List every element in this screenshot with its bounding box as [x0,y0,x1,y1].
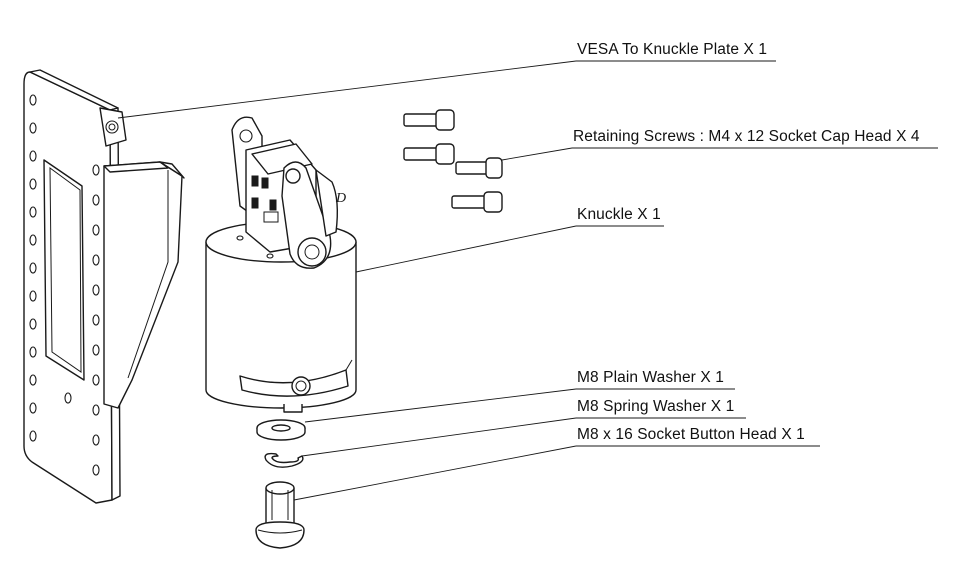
knuckle-top-hole [266,253,274,259]
vesa-plate-window-inner [49,167,82,373]
knuckle-drawing: D [205,116,357,413]
leader-button-head [293,445,577,501]
bracket-gusset-edge [127,170,169,379]
knuckle-front-lug-boss [297,237,327,267]
knuckle-top-hole [236,235,244,241]
callout-retaining-screws: Retaining Screws : M4 x 12 Socket Cap He… [573,128,920,145]
vesa-plate-drawing [23,69,185,504]
retaining-screws-drawing [403,109,503,213]
cap-screw-shank [403,113,439,127]
spring-washer-ring [264,452,304,468]
cap-screw [403,143,455,165]
button-screw-head-rim [257,529,303,534]
knuckle-head-slot [261,177,269,189]
knuckle-head-slot [251,175,259,187]
vesa-hole [92,344,100,356]
vesa-hole [92,254,100,266]
cap-screw-shank [451,195,487,209]
vesa-hole [92,194,100,206]
bracket-pivot-hole-inner [108,123,116,131]
cap-screw-head [485,157,503,179]
vesa-hole [92,434,100,446]
plain-washer-edge [256,428,306,441]
leader-screws [501,147,573,161]
button-screw-thread [271,490,289,520]
cap-screw-head [435,109,455,131]
callout-knuckle: Knuckle X 1 [577,206,661,223]
knuckle-right-ear [315,169,339,237]
spring-washer-drawing [264,452,304,468]
callout-vesa-plate: VESA To Knuckle Plate X 1 [577,41,768,58]
leader-knuckle [355,225,577,273]
cap-screw [451,191,503,213]
vesa-hole [29,206,37,218]
cap-screw-head [435,143,455,165]
bracket-pivot-hole [105,120,119,134]
vesa-hole [29,346,37,358]
vesa-hole [64,392,72,404]
vesa-hole [92,404,100,416]
vesa-hole [29,150,37,162]
leader-vesa [117,60,577,119]
leader-spring-washer [301,417,577,457]
plain-washer-hole [271,424,291,432]
knuckle-head-slot [269,199,277,211]
callout-spring-washer: M8 Spring Washer X 1 [577,398,735,415]
bracket-gusset-top [103,161,169,173]
cap-screw-head [483,191,503,213]
bracket-gusset-lip [159,161,185,179]
knuckle-front-lug-pin [285,168,301,184]
vesa-hole [92,314,100,326]
plain-washer-drawing [256,419,306,441]
vesa-hole [92,284,100,296]
vesa-hole [29,430,37,442]
knuckle-side-letter: D [335,191,346,206]
vesa-hole [29,318,37,330]
vesa-hole [92,374,100,386]
button-screw-head [255,521,305,549]
cap-screw [403,109,455,131]
knuckle-slot-screw-hex [295,380,307,392]
vesa-hole [29,262,37,274]
button-head-screw-drawing [255,481,305,549]
knuckle-bottom-stub [283,404,303,413]
knuckle-back-lug-hole [239,129,253,143]
vesa-plate-window [43,159,85,381]
vesa-hole [92,464,100,476]
knuckle-slot-edge [345,359,353,371]
knuckle-slot-screw [291,376,311,396]
vesa-hole [29,94,37,106]
leader-plain-washer [304,388,577,423]
cap-screw-shank [403,147,439,161]
vesa-hole [92,164,100,176]
knuckle-head-recess [263,211,279,223]
vesa-hole [29,122,37,134]
callout-plain-washer: M8 Plain Washer X 1 [577,369,724,386]
knuckle-head-slot [251,197,259,209]
vesa-hole [29,402,37,414]
vesa-hole [29,178,37,190]
cap-screw [455,157,503,179]
vesa-hole [92,224,100,236]
cap-screw-shank [455,161,489,175]
vesa-hole [29,290,37,302]
button-screw-shank-end [265,481,295,495]
vesa-hole [29,234,37,246]
callout-button-head: M8 x 16 Socket Button Head X 1 [577,426,805,443]
bracket-gusset [103,161,183,409]
knuckle-front-lug-bore [304,244,320,260]
vesa-hole [29,374,37,386]
